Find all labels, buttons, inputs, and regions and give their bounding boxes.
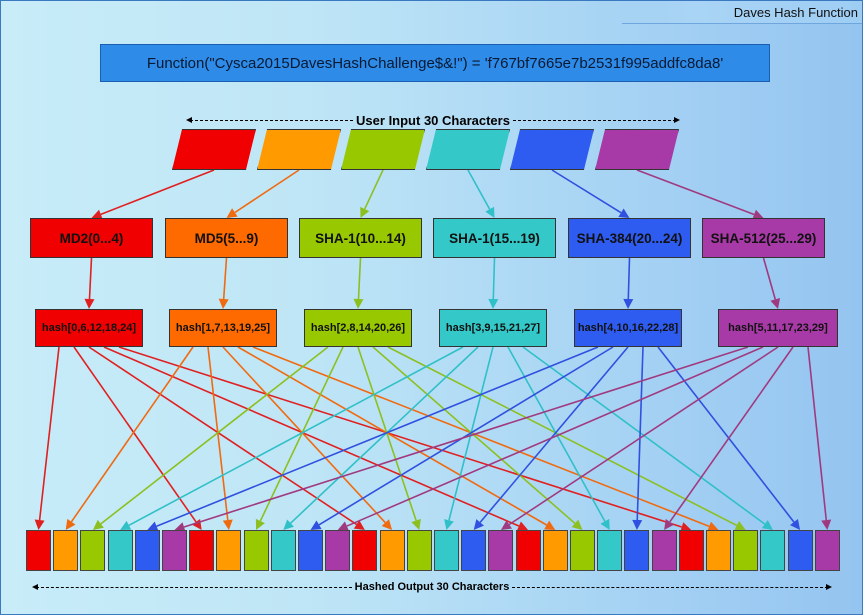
output-cell-9 — [270, 530, 296, 571]
input-range-label: User Input 30 Characters — [185, 112, 681, 128]
algo-to-hash-arrow-3 — [353, 257, 364, 309]
output-cell-10 — [298, 530, 323, 571]
hash-1-to-output-18-arrow — [103, 346, 529, 531]
input-label-text: User Input 30 Characters — [356, 112, 510, 128]
output-label-text: Hashed Output 30 Characters — [354, 581, 510, 593]
input-to-algo-arrow-3 — [360, 169, 384, 218]
hash-3-to-output-14-arrow — [357, 346, 421, 530]
output-cell-16 — [461, 530, 487, 571]
algo-to-hash-arrow-4 — [488, 257, 499, 309]
input-block-6 — [595, 129, 679, 170]
output-cell-21 — [597, 530, 623, 571]
hash-3-to-output-2-arrow — [92, 346, 329, 530]
output-cell-29 — [814, 530, 840, 571]
hash-4-to-output-21-arrow — [507, 346, 610, 530]
algorithm-box-4: SHA-1(15...19) — [433, 218, 556, 258]
output-cell-19 — [542, 530, 568, 571]
function-call-text: Function("Cysca2015DavesHashChallenge$&!… — [146, 54, 724, 72]
output-cell-20 — [570, 530, 595, 571]
hash-1-to-output-6-arrow — [73, 346, 202, 530]
hash-box-1: hash[0,6,12,18,24] — [35, 309, 143, 347]
output-cell-8 — [243, 530, 269, 571]
hash-2-to-output-19-arrow — [237, 346, 556, 530]
input-block-1 — [172, 129, 256, 170]
hash-2-to-output-13-arrow — [222, 346, 393, 530]
title-bar: Daves Hash Function — [622, 1, 862, 24]
hash-4-to-output-3-arrow — [120, 346, 464, 530]
input-to-algo-arrow-5 — [551, 169, 630, 218]
hash-6-to-output-23-arrow — [664, 346, 794, 530]
output-cell-0 — [26, 530, 51, 571]
algo-to-hash-arrow-1 — [84, 257, 95, 309]
hash-6-to-output-11-arrow — [337, 346, 764, 531]
hash-5-to-output-28-arrow — [657, 346, 801, 530]
hash-2-to-output-1-arrow — [65, 346, 194, 530]
hash-5-to-output-10-arrow — [310, 346, 614, 530]
output-cell-4 — [134, 530, 160, 571]
left-arrow-line — [185, 116, 354, 123]
right-arrow-line — [512, 583, 832, 590]
hash-6-to-output-5-arrow — [174, 346, 749, 532]
output-cell-14 — [406, 530, 432, 571]
algorithm-box-3: SHA-1(10...14) — [299, 218, 422, 258]
output-cell-26 — [733, 530, 759, 571]
output-cell-2 — [80, 530, 106, 571]
output-cell-7 — [216, 530, 242, 571]
hash-1-to-output-0-arrow — [34, 346, 60, 530]
hash-box-5: hash[4,10,16,22,28] — [574, 309, 682, 347]
hash-3-to-output-8-arrow — [255, 346, 344, 530]
algorithm-box-2: MD5(5...9) — [165, 218, 288, 258]
output-cell-15 — [434, 530, 459, 571]
output-cell-6 — [189, 530, 215, 571]
output-cell-3 — [107, 530, 133, 571]
hash-6-to-output-29-arrow — [807, 346, 832, 530]
input-block-3 — [341, 129, 425, 170]
algorithm-box-1: MD2(0...4) — [30, 218, 153, 258]
hash-box-4: hash[3,9,15,21,27] — [439, 309, 547, 347]
algorithm-box-5: SHA-384(20...24) — [568, 218, 691, 258]
algo-to-hash-arrow-2 — [218, 257, 229, 309]
input-block-4 — [426, 129, 510, 170]
input-to-algo-arrow-6 — [636, 169, 764, 220]
output-cell-12 — [352, 530, 378, 571]
output-cell-23 — [651, 530, 677, 571]
input-to-algo-arrow-1 — [91, 169, 215, 220]
hash-5-to-output-22-arrow — [632, 346, 644, 530]
input-block-2 — [257, 129, 341, 170]
hash-box-3: hash[2,8,14,20,26] — [304, 309, 412, 347]
output-cell-24 — [678, 530, 704, 571]
algo-to-hash-arrow-6 — [762, 257, 781, 309]
output-cell-27 — [760, 530, 786, 571]
hash-1-to-output-12-arrow — [88, 346, 365, 530]
left-arrow-line — [32, 583, 352, 590]
input-to-algo-arrow-4 — [467, 169, 495, 218]
input-to-algo-arrow-2 — [226, 169, 300, 218]
output-cell-13 — [379, 530, 405, 571]
hash-1-to-output-24-arrow — [118, 346, 692, 532]
hash-5-to-output-16-arrow — [473, 346, 629, 530]
window-title: Daves Hash Function — [733, 5, 858, 20]
output-cell-25 — [706, 530, 731, 571]
hash-box-2: hash[1,7,13,19,25] — [169, 309, 277, 347]
output-cell-28 — [787, 530, 813, 571]
hash-box-6: hash[5,11,17,23,29] — [718, 309, 838, 347]
output-cell-18 — [515, 530, 541, 571]
output-cell-22 — [624, 530, 650, 571]
right-arrow-line — [512, 116, 681, 123]
hash-5-to-output-4-arrow — [147, 346, 599, 531]
function-call-box: Function("Cysca2015DavesHashChallenge$&!… — [100, 44, 770, 82]
output-cell-5 — [162, 530, 187, 571]
hash-4-to-output-9-arrow — [283, 346, 479, 530]
algo-to-hash-arrow-5 — [623, 257, 634, 309]
input-block-5 — [510, 129, 594, 170]
hash-6-to-output-17-arrow — [500, 346, 779, 530]
output-cell-1 — [53, 530, 79, 571]
algorithm-box-6: SHA-512(25...29) — [702, 218, 825, 258]
output-cell-11 — [325, 530, 351, 571]
output-cell-17 — [488, 530, 514, 571]
output-range-label: Hashed Output 30 Characters — [32, 579, 832, 595]
